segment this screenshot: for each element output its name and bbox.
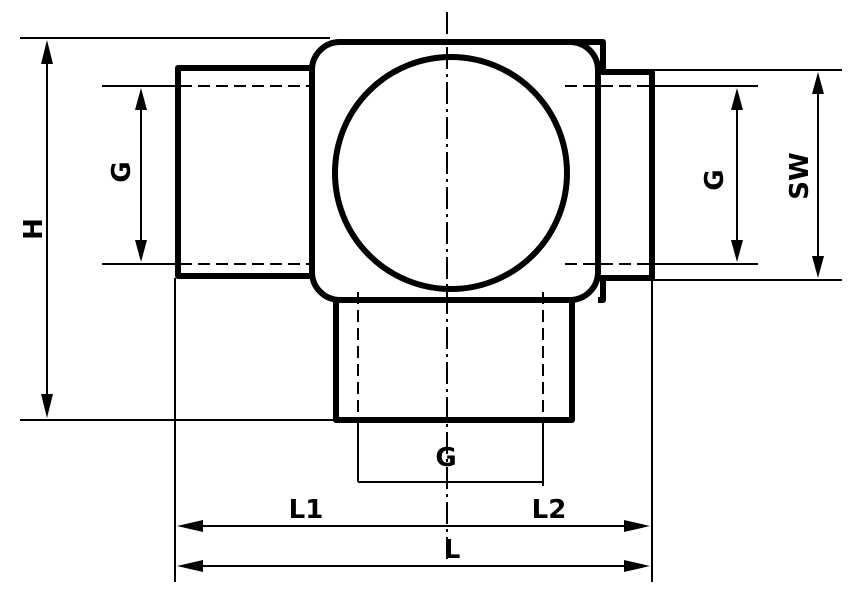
dimension-left-g bbox=[135, 88, 147, 262]
extension-lines bbox=[20, 37, 842, 582]
hidden-thread-lines bbox=[180, 85, 652, 418]
fitting-body bbox=[175, 39, 655, 423]
right-branch-outline bbox=[598, 69, 655, 281]
dimension-h bbox=[41, 40, 53, 418]
label-l2: L2 bbox=[532, 495, 567, 525]
right-collar-outline bbox=[560, 39, 606, 72]
label-h: H bbox=[19, 218, 49, 240]
dimension-sw bbox=[812, 72, 824, 278]
right-collar-lower bbox=[598, 278, 606, 303]
label-sw: SW bbox=[785, 152, 815, 199]
label-left-g: G bbox=[107, 161, 137, 182]
dimension-right-g bbox=[731, 88, 743, 262]
label-l1: L1 bbox=[289, 495, 324, 525]
left-branch-outline bbox=[175, 65, 312, 279]
label-l: L bbox=[444, 535, 461, 565]
bottom-branch-outline bbox=[333, 300, 575, 423]
label-right-g: G bbox=[700, 169, 730, 190]
dimension-l bbox=[177, 560, 650, 572]
label-bottom-g: G bbox=[435, 443, 456, 473]
inner-ball bbox=[332, 54, 570, 292]
dimension-l1-l2 bbox=[177, 520, 650, 532]
center-body-outline bbox=[309, 39, 601, 303]
